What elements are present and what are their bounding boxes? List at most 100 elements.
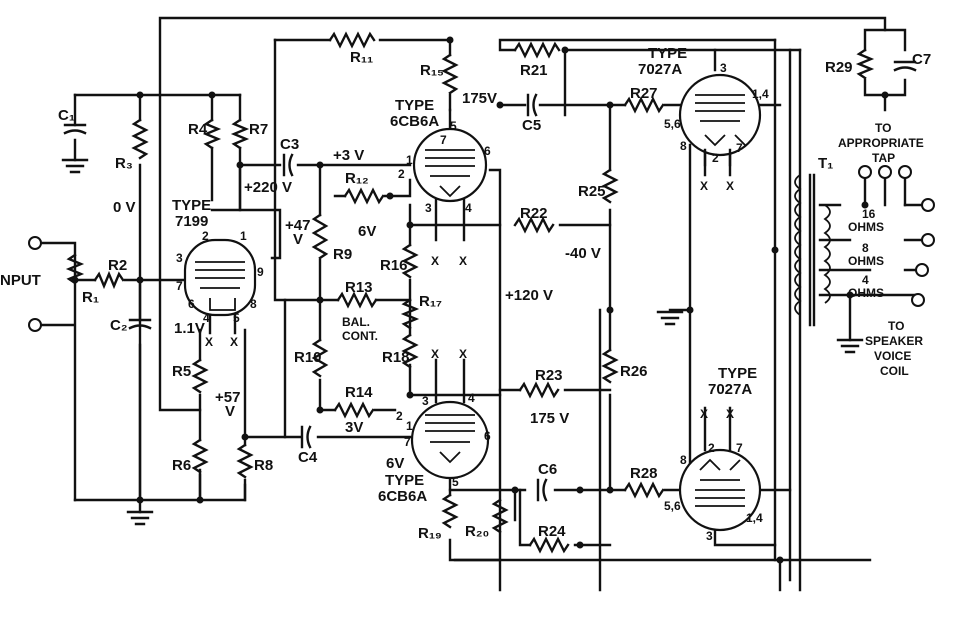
voltage-label: 175 V: [530, 410, 569, 427]
resistor-r11: [328, 31, 376, 49]
ground-symbol: [836, 338, 864, 354]
voltage-label: -40 V: [565, 245, 601, 262]
capacitors: [63, 60, 917, 502]
tap-label: APPROPRIATE: [838, 136, 924, 150]
pin-label: 3: [176, 251, 183, 265]
label-t1: T₁: [818, 155, 833, 172]
label-c4: C4: [298, 449, 318, 466]
voltage-label: 175V: [462, 90, 497, 107]
speaker-terminal: [921, 198, 935, 212]
voltage-label: +3 V: [333, 147, 364, 164]
resistor-r28: [623, 481, 665, 499]
pin-label: 7: [440, 133, 447, 147]
pin-label: 6: [188, 297, 195, 311]
pin-label: 7: [736, 141, 743, 155]
label-r5: R5: [172, 363, 191, 380]
tube-7027a-lower: [678, 448, 762, 532]
pin-label: 5,6: [664, 499, 681, 513]
wiring: [38, 16, 927, 592]
pin-label: 2: [396, 409, 403, 423]
resistor-r17: [400, 298, 420, 330]
pin-label: 8: [250, 297, 257, 311]
labels: R₁₁ R₁₅ R21 C₁ R₃ R4 R7 C3 R₁₂ R2 R₁ C₂ …: [0, 45, 931, 543]
heater-x: X: [726, 179, 734, 193]
balance-control-label: CONT.: [342, 329, 378, 343]
capacitor-c7: [893, 60, 917, 72]
capacitor-c2: [128, 318, 152, 330]
resistor-r29: [855, 48, 875, 80]
pin-label: 6: [484, 429, 491, 443]
pin-label: 2: [712, 151, 719, 165]
label-r16: R16: [380, 257, 408, 274]
heater-x: X: [700, 407, 708, 421]
tap-terminal: [898, 165, 912, 179]
resistor-r24: [528, 536, 570, 554]
resistor-r13: [336, 291, 378, 309]
label-r17: R₁₇: [419, 293, 442, 310]
label-c1: C₁: [58, 107, 75, 124]
label-r26: R26: [620, 363, 648, 380]
voltage-label: V: [225, 403, 235, 420]
heater-x: X: [205, 335, 213, 349]
resistor-r26: [601, 348, 619, 384]
resistor-r27: [623, 96, 665, 114]
tap-4-label: OHMS: [848, 286, 884, 300]
label-r20: R₂₀: [465, 523, 489, 540]
heater-x: X: [431, 347, 439, 361]
pin-label: 7: [176, 279, 183, 293]
resistor-r21: [513, 41, 561, 59]
speaker-terminal: [915, 263, 929, 277]
pin-label: 1,4: [746, 511, 763, 525]
pin-label: 5,6: [664, 117, 681, 131]
input-label: NPUT: [0, 272, 41, 289]
grounds: [61, 158, 864, 526]
voltage-label: +57: [215, 389, 240, 406]
tube-7027a-upper: [678, 73, 762, 157]
pin-label: 9: [257, 265, 264, 279]
heater-x: X: [459, 254, 467, 268]
label-c3: C3: [280, 136, 299, 153]
resistor-r7: [230, 118, 250, 150]
label-c2: C₂: [110, 317, 128, 334]
tube-type-v2: TYPE: [395, 97, 434, 114]
label-r21: R21: [520, 62, 548, 79]
pin-label: 1: [240, 229, 247, 243]
label-c5: C5: [522, 117, 541, 134]
pin-label: 5: [452, 475, 459, 489]
tube-model-v3: 6CB6A: [378, 488, 427, 505]
input-terminal: [28, 236, 42, 250]
pin-label: 1: [406, 419, 413, 433]
pin-label: 8: [680, 139, 687, 153]
label-c6: C6: [538, 461, 557, 478]
heater-x: X: [230, 335, 238, 349]
pin-label: 8: [680, 453, 687, 467]
voltage-label: +220 V: [244, 179, 292, 196]
tube-6cb6a-upper: [412, 127, 488, 203]
tube-model-v1: 7199: [175, 213, 208, 230]
tap-16-label: OHMS: [848, 220, 884, 234]
speaker-terminal: [921, 233, 935, 247]
resistor-r1: [65, 253, 85, 285]
label-r15: R₁₅: [420, 62, 444, 79]
input-terminal: [28, 318, 42, 332]
resistor-r14: [333, 401, 375, 419]
capacitor-c4: [300, 425, 312, 449]
ground-symbol: [61, 158, 89, 174]
tube-type-v3: TYPE: [385, 472, 424, 489]
pin-label: 1: [406, 153, 413, 167]
tap-16-label: 16: [862, 207, 876, 221]
tube-6cb6a-lower: [410, 400, 490, 480]
pin-label: 3: [720, 61, 727, 75]
voltage-label: 6V: [386, 455, 404, 472]
tube-model-v5: 7027A: [708, 381, 752, 398]
resistor-r15: [441, 53, 459, 95]
label-r25: R25: [578, 183, 606, 200]
speaker-label: VOICE: [874, 349, 911, 363]
pin-label: 3: [422, 394, 429, 408]
pin-label: 7: [404, 435, 411, 449]
pin-label: 4: [468, 391, 475, 405]
heater-x: X: [431, 254, 439, 268]
resistor-r16: [401, 243, 419, 279]
label-r14: R14: [345, 384, 373, 401]
